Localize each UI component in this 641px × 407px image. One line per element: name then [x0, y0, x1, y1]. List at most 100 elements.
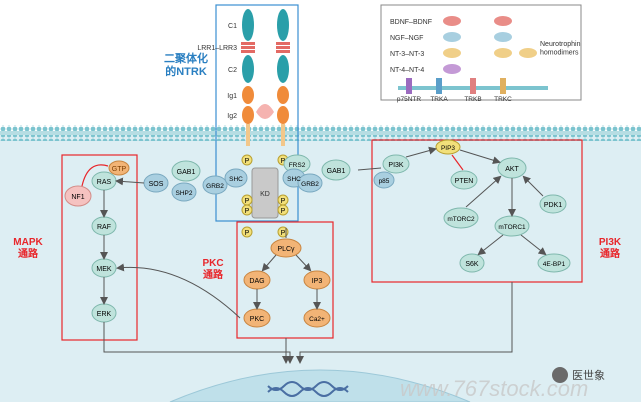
svg-text:P: P [281, 198, 286, 205]
svg-text:MEK: MEK [96, 266, 112, 273]
gab1-left [171, 160, 201, 182]
c2-label: C2 [228, 67, 237, 74]
ig1-label: Ig1 [227, 93, 237, 100]
svg-text:mTORC2: mTORC2 [447, 216, 475, 223]
dimer-ntrk-label: 二聚体化的NTRK [164, 51, 208, 78]
neurotrophin-ligand [256, 104, 274, 119]
plcg [270, 238, 302, 258]
p85 [373, 171, 395, 189]
pi3k-box [371, 139, 583, 283]
4ebp1 [537, 253, 571, 273]
pi3k [382, 154, 410, 174]
svg-text:AKT: AKT [505, 166, 519, 173]
legend-trka: TRKA [430, 96, 448, 103]
svg-text:p85: p85 [379, 178, 390, 185]
svg-text:GAB1: GAB1 [327, 168, 346, 175]
gtp [108, 160, 130, 176]
pdk1 [539, 194, 567, 214]
svg-text:mTORC1: mTORC1 [498, 224, 526, 231]
ig1-domain-right [277, 86, 289, 104]
legend-row-nt3: NT-3–NT-3 [390, 51, 424, 58]
svg-text:PLCγ: PLCγ [277, 246, 295, 253]
legend-row-ngf: NGF–NGF [390, 35, 423, 42]
mtorc2 [443, 207, 479, 229]
svg-text:SHP2: SHP2 [176, 190, 193, 197]
dna-strand-icon [267, 387, 349, 397]
legend-row-nt4: NT-4–NT-4 [390, 67, 424, 74]
c2-domain-left [242, 55, 254, 83]
c1-domain-right [277, 9, 289, 41]
grb2-left [202, 175, 228, 195]
legend-row-bdnf: BDNF–BDNF [390, 19, 432, 26]
svg-text:SHC: SHC [229, 176, 243, 183]
pi3k-to-nucleus [296, 282, 513, 364]
adaptor-proteins: GAB1 SOS SHP2 GRB2 SHC FRS2 SHC GRB2 GAB… [143, 154, 351, 202]
receptor-right [276, 9, 290, 146]
svg-text:P: P [245, 230, 250, 237]
nf1-inhibition [81, 164, 109, 187]
c1-label: C1 [228, 23, 237, 30]
legend-trkc: TRKC [494, 96, 512, 103]
svg-text:P: P [245, 208, 250, 215]
ngf-dimer-icon [443, 32, 461, 42]
svg-text:ERK: ERK [97, 311, 112, 318]
pkc-box [236, 221, 334, 339]
nt4-dimer-icon [443, 64, 461, 74]
svg-text:GTP: GTP [112, 166, 127, 173]
s6k [459, 253, 485, 273]
svg-text:GRB2: GRB2 [206, 183, 224, 190]
svg-text:P: P [281, 158, 286, 165]
receptor-left [241, 9, 255, 146]
mapk-box [61, 154, 138, 341]
ig2-domain-left [242, 106, 254, 124]
svg-text:PI3K: PI3K [388, 162, 404, 169]
grb2-right [297, 173, 323, 193]
nucleus [169, 369, 471, 403]
svg-text:PIP3: PIP3 [441, 145, 455, 152]
svg-text:P: P [245, 198, 250, 205]
phosphate-sites: P P P P P P P P [241, 154, 289, 238]
legend-p75: p75NTR [397, 96, 422, 103]
nf1 [64, 185, 92, 207]
svg-text:P: P [281, 208, 286, 215]
svg-text:PDK1: PDK1 [544, 202, 562, 209]
legend-trkb: TRKB [464, 96, 481, 103]
pkc-to-mek [116, 263, 241, 319]
svg-text:RAF: RAF [97, 224, 111, 231]
svg-text:NF1: NF1 [71, 194, 84, 201]
membrane-inner-leaflet [0, 135, 641, 141]
ig1-domain-left [242, 86, 254, 104]
kd-label: KD [260, 191, 270, 198]
ig2-domain-right [277, 106, 289, 124]
svg-text:SHC: SHC [287, 176, 301, 183]
svg-text:GRB2: GRB2 [301, 181, 319, 188]
svg-text:SOS: SOS [149, 181, 164, 188]
lrr-label: LRR1–LRR3 [197, 45, 237, 52]
svg-text:4E-BP1: 4E-BP1 [543, 261, 566, 268]
svg-text:GAB1: GAB1 [177, 169, 196, 176]
dimer-ntrk-box [215, 4, 299, 222]
c1-domain-left [242, 9, 254, 41]
svg-text:P: P [245, 158, 250, 165]
pten [450, 170, 478, 190]
svg-text:PTEN: PTEN [455, 178, 474, 185]
svg-text:P: P [281, 230, 286, 237]
gab1-right [321, 159, 351, 181]
svg-text:Ca2+: Ca2+ [309, 316, 325, 323]
legend: BDNF–BDNF NGF–NGF NT-3–NT-3 NT-4–NT-4 Ne… [380, 4, 582, 103]
svg-text:DAG: DAG [249, 278, 264, 285]
kinase-domain [251, 167, 279, 219]
svg-text:S6K: S6K [465, 261, 479, 268]
membrane-core [0, 131, 641, 135]
svg-text:IP3: IP3 [312, 278, 323, 285]
svg-text:RAS: RAS [97, 179, 112, 186]
wechat-icon [552, 367, 568, 383]
